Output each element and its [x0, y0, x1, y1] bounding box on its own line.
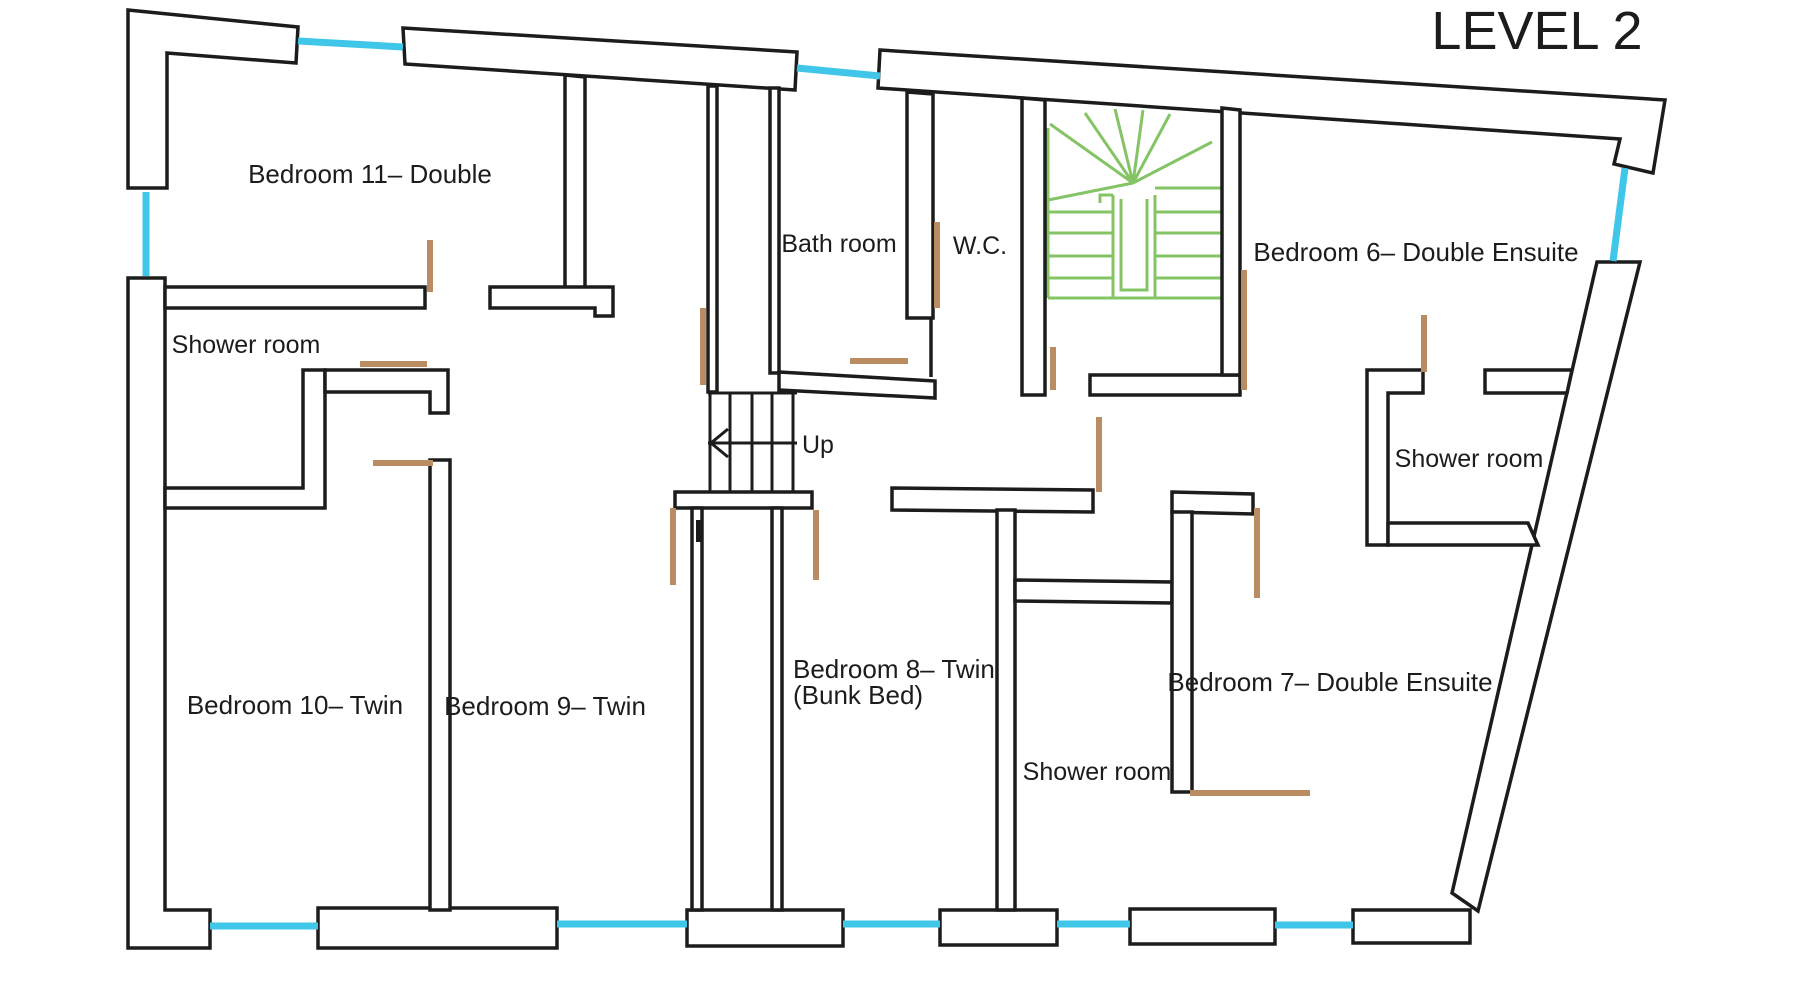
wall-shower6-topright: [1483, 368, 1575, 395]
room-label-bedroom-6: Bedroom 6– Double Ensuite: [1253, 237, 1578, 267]
wall-top-b: [876, 48, 1668, 176]
staircase-green-icon: [1046, 108, 1222, 300]
outer-walls: [126, 8, 1668, 950]
wall-bath-wc-divider: [905, 90, 935, 320]
window-icon: [796, 64, 881, 80]
window-icon: [1609, 167, 1629, 262]
room-label-shower-right: Shower room: [1395, 445, 1544, 473]
wall-greenstair-right: [1220, 106, 1242, 377]
wall-right-slanted: [1450, 260, 1643, 914]
wall-top-left-corner: [126, 8, 300, 190]
page-title: LEVEL 2: [1431, 1, 1642, 61]
wall-shower7-north: [1013, 578, 1174, 605]
room-label-bath-room: Bath room: [781, 230, 896, 258]
wall-bed8-left: [770, 506, 784, 912]
wall-left: [126, 276, 212, 950]
windows: [142, 37, 1629, 930]
wall-bed11-south-right: [488, 285, 615, 318]
room-label-shower-bottom: Shower room: [1023, 758, 1172, 786]
wall-shower7-east: [1170, 510, 1194, 794]
wall-bed7-north: [890, 486, 1095, 514]
wall-bottom-a: [316, 906, 559, 950]
up-arrow-icon: [708, 427, 729, 459]
door-markers: [360, 222, 1427, 796]
stairs-up-label: Up: [802, 431, 834, 459]
wall-bed11-right: [563, 73, 587, 294]
wall-bed8-right: [995, 508, 1017, 912]
room-label-bedroom-10: Bedroom 10– Twin: [187, 690, 403, 720]
wall-bottom-c: [938, 908, 1059, 947]
staircase-up-icon: [708, 391, 797, 492]
wall-bottom-d: [1128, 907, 1277, 946]
wall-bottom-e: [1351, 908, 1472, 945]
wall-bed9-right: [690, 506, 704, 912]
room-label-bedroom-7: Bedroom 7– Double Ensuite: [1167, 667, 1492, 697]
room-label-shower-top-left: Shower room: [172, 331, 321, 359]
wall-stairwell-left-upper: [706, 84, 719, 394]
wall-bed11-south-left: [163, 285, 427, 310]
wall-bed10-bed9-divider: [428, 458, 452, 912]
door-hinge-mark: [696, 520, 703, 542]
wall-stairwell-right-upper: [768, 86, 781, 375]
wall-greenstair-south: [1088, 373, 1242, 397]
wall-stair-landing: [673, 490, 814, 510]
wall-showerTL-north: [323, 368, 450, 415]
room-label-wc: W.C.: [953, 232, 1007, 260]
room-label-bedroom-8-line2: (Bunk Bed): [793, 680, 923, 710]
room-label-bedroom-8-line1: Bedroom 8– Twin: [793, 654, 995, 684]
room-label-bedroom-11: Bedroom 11– Double: [248, 159, 492, 189]
interior-walls: [163, 73, 1575, 912]
wall-bottom-b: [685, 908, 845, 948]
wall-bath-south: [777, 370, 937, 400]
wall-greenstair-left: [1020, 96, 1047, 397]
wall-top-a: [401, 26, 799, 92]
wall-shower7-topright: [1170, 490, 1255, 516]
room-label-bedroom-9: Bedroom 9– Twin: [444, 691, 646, 721]
wall-shower6-south: [1386, 521, 1541, 547]
window-icon: [297, 37, 404, 51]
